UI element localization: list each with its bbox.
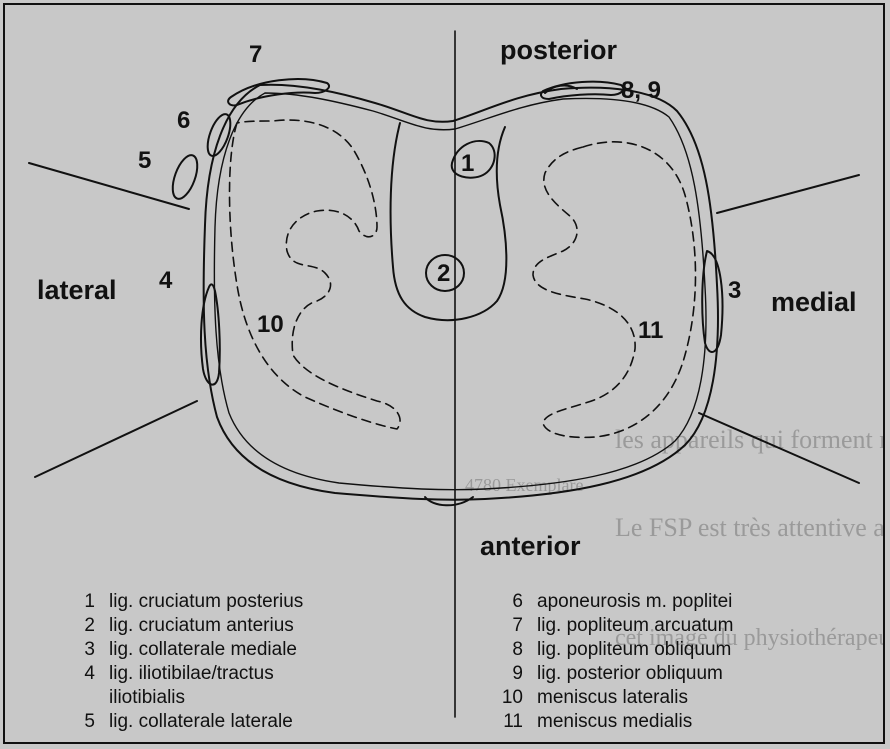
legend-item: 4 lig. iliotibilae/tractus — [67, 662, 303, 686]
legend-number: 3 — [67, 638, 95, 662]
label-lateral: lateral — [37, 275, 117, 306]
legend-number: 5 — [67, 710, 95, 734]
medial-meniscus — [533, 142, 696, 438]
legend-item: 10 meniscus lateralis — [495, 686, 733, 710]
marker-10: 10 — [257, 311, 284, 339]
legend-number: 1 — [67, 590, 95, 614]
legend-number: 6 — [495, 590, 523, 614]
legend-label: lig. popliteum obliquum — [537, 638, 731, 662]
legend-label: lig. iliotibilae/tractus — [109, 662, 274, 686]
legend-number: 4 — [67, 662, 95, 686]
label-medial: medial — [771, 287, 857, 318]
legend-item: 3 lig. collaterale mediale — [67, 638, 303, 662]
legend-label: lig. cruciatum anterius — [109, 614, 294, 638]
legend-item: 1 lig. cruciatum posterius — [67, 590, 303, 614]
pointer-line — [29, 163, 189, 209]
ligament-7-arcuate — [228, 79, 329, 105]
lateral-meniscus — [230, 120, 401, 429]
legend-label: meniscus lateralis — [537, 686, 688, 710]
pointer-line — [699, 413, 859, 483]
marker-5: 5 — [138, 147, 151, 175]
pointer-line — [35, 401, 197, 477]
legend-label: meniscus medialis — [537, 710, 692, 734]
ligament-6 — [203, 111, 235, 159]
legend-label: lig. posterior obliquum — [537, 662, 723, 686]
legend-number: 2 — [67, 614, 95, 638]
legend-item: 2 lig. cruciatum anterius — [67, 614, 303, 638]
tibial-plateau-outline — [204, 85, 718, 500]
marker-7: 7 — [249, 41, 262, 69]
legend-item: 9 lig. posterior obliquum — [495, 662, 733, 686]
legend-number: 7 — [495, 614, 523, 638]
marker-3: 3 — [728, 277, 741, 305]
marker-2: 2 — [437, 260, 450, 288]
legend-item: 11 meniscus medialis — [495, 710, 733, 734]
marker-8-9: 8, 9 — [621, 77, 661, 105]
legend-label: lig. cruciatum posterius — [109, 590, 303, 614]
diagram-panel: 4780 Exemplare les appareils qui forment… — [3, 3, 885, 744]
legend-right: 6 aponeurosis m. poplitei 7 lig. popliteum… — [495, 590, 733, 734]
anterior-tuberosity — [425, 497, 473, 505]
label-posterior: posterior — [500, 35, 617, 66]
marker-11: 11 — [638, 317, 663, 345]
marker-1: 1 — [461, 150, 474, 178]
legend-number: 9 — [495, 662, 523, 686]
legend-label: aponeurosis m. poplitei — [537, 590, 732, 614]
legend-left: 1 lig. cruciatum posterius 2 lig. cruciatu… — [67, 590, 303, 734]
label-anterior: anterior — [480, 531, 581, 562]
legend-item: 7 lig. popliteum arcuatum — [495, 614, 733, 638]
legend-number: 10 — [495, 686, 523, 710]
legend-label: lig. popliteum arcuatum — [537, 614, 733, 638]
legend-number: 11 — [495, 710, 523, 734]
legend-label: lig. collaterale laterale — [109, 710, 293, 734]
ligament-5 — [168, 152, 203, 202]
marker-6: 6 — [177, 107, 190, 135]
legend-number — [67, 686, 95, 710]
legend-item: 8 lig. popliteum obliquum — [495, 638, 733, 662]
legend-item: 5 lig. collaterale laterale — [67, 710, 303, 734]
legend-item: 6 aponeurosis m. poplitei — [495, 590, 733, 614]
legend-label: iliotibialis — [109, 686, 185, 710]
legend-number: 8 — [495, 638, 523, 662]
marker-4: 4 — [159, 267, 172, 295]
pointer-line — [717, 175, 859, 213]
legend-label: lig. collaterale mediale — [109, 638, 297, 662]
legend-item: iliotibialis — [67, 686, 303, 710]
